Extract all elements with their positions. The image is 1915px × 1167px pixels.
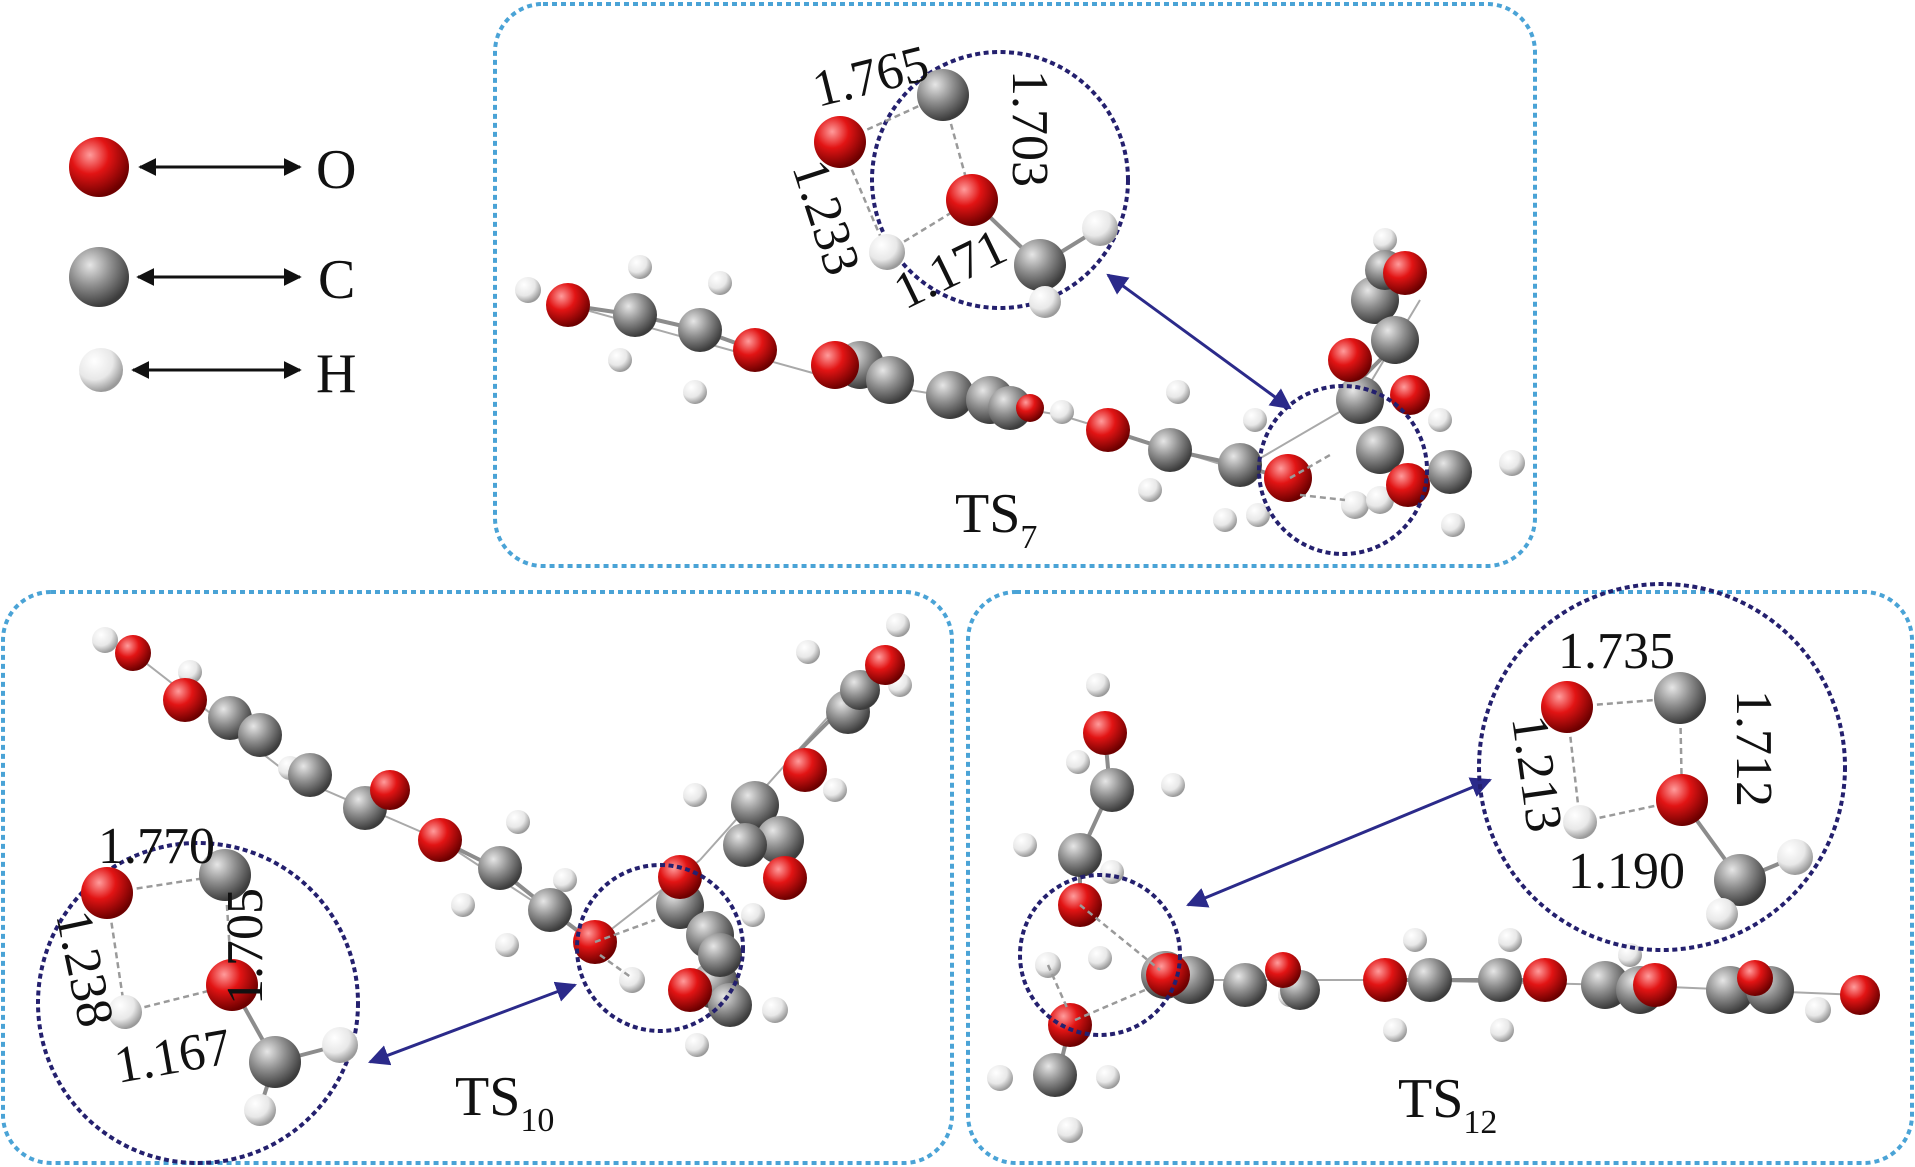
distance-label: 1.705 [217, 888, 274, 1005]
distance-label: 1.735 [1558, 623, 1675, 680]
panel-label: TS12 [1398, 1068, 1497, 1141]
legend-label-carbon: C [318, 249, 355, 311]
zoom-inset-ring [36, 841, 360, 1165]
reaction-site-ring [1018, 873, 1182, 1037]
molecule-ts10 [92, 613, 912, 1057]
panel-frame [1, 590, 954, 1165]
legend-row-carbon: C [69, 247, 355, 311]
distance-label: 1.171 [885, 218, 1015, 321]
distance-label: 1.712 [1725, 690, 1782, 807]
panel-ts7: 1.765 1.703 1.233 1.171 TS7 [493, 2, 1537, 568]
panel-frame [493, 2, 1537, 568]
distance-label: 1.703 [1001, 70, 1058, 187]
molecule-ts7 [515, 228, 1525, 537]
zoom-link-arrow [1106, 273, 1292, 410]
distance-label: 1.770 [98, 818, 215, 875]
element-legend: O C H [69, 137, 356, 405]
zoom-inset-ts7: 1.765 1.703 1.233 1.171 [781, 35, 1130, 321]
panel-ts12: 1.735 1.712 1.213 1.190 TS12 [966, 582, 1914, 1165]
reaction-site-ring [1257, 384, 1429, 556]
distance-label: 1.190 [1568, 843, 1685, 900]
legend-label-hydrogen: H [316, 343, 356, 405]
panel-label: TS7 [955, 483, 1037, 556]
zoom-link-arrow [1186, 777, 1492, 908]
legend-label-oxygen: O [316, 139, 356, 201]
zoom-inset-ts10: 1.770 1.705 1.238 1.167 [36, 818, 360, 1165]
distance-label: 1.233 [781, 153, 871, 282]
distance-label: 1.765 [807, 35, 934, 119]
hydrogen-atom-icon [79, 348, 123, 392]
panel-frame [966, 590, 1914, 1165]
zoom-link-arrow [368, 981, 577, 1066]
legend-row-oxygen: O [69, 137, 356, 201]
carbon-atom-icon [69, 247, 129, 307]
distance-label: 1.167 [110, 1018, 235, 1094]
zoom-inset-ts12: 1.735 1.712 1.213 1.190 [1477, 582, 1847, 952]
reaction-site-ring [575, 863, 745, 1033]
zoom-inset-ring [1477, 582, 1847, 952]
oxygen-atom-icon [69, 137, 129, 197]
legend-row-hydrogen: H [79, 343, 356, 405]
molecule-ts12 [987, 673, 1880, 1143]
zoom-inset-ring [870, 50, 1130, 310]
panel-ts10: 1.770 1.705 1.238 1.167 TS10 [1, 590, 954, 1165]
panel-label: TS10 [455, 1066, 554, 1139]
